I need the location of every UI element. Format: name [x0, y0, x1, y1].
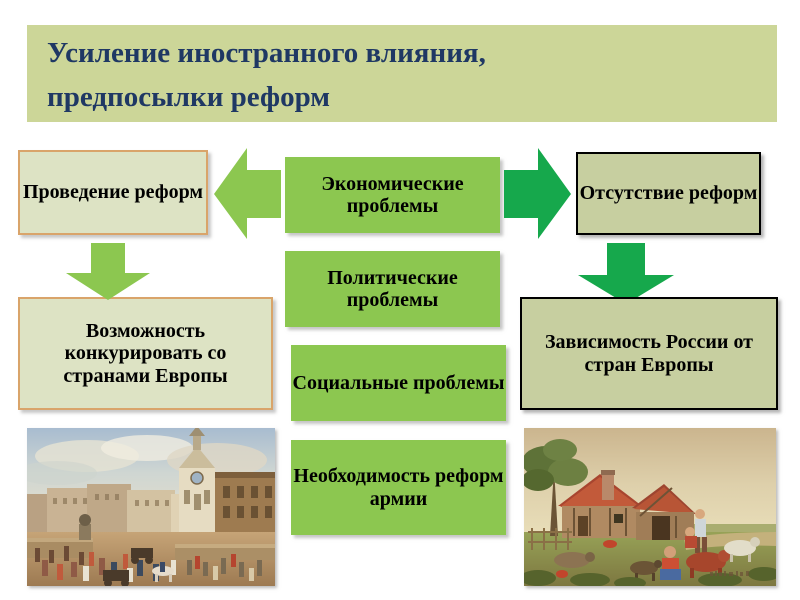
arrow-down-icon-right: [577, 243, 675, 305]
box-provedenie-reform-label: Проведение реформ: [22, 181, 204, 204]
box-politicheskie-problemy-label: Политические проблемы: [327, 266, 458, 311]
arrow-down-icon-left: [65, 243, 151, 301]
box-politicheskie-problemy: Политические проблемы: [285, 251, 500, 327]
box-zavisimost-rossii: Зависимость России от стран Европы: [520, 297, 778, 410]
page-title-line-2: предпосылки реформ: [47, 81, 331, 113]
arrow-right-icon: [504, 148, 572, 240]
box-otsutstvie-reform: Отсутствие реформ: [576, 152, 761, 235]
box-provedenie-reform: Проведение реформ: [18, 150, 208, 235]
box-socialnye-problemy-label: Социальные проблемы: [292, 371, 505, 394]
box-neobhodimost-reform-armii: Необходимость реформ армии: [291, 440, 506, 535]
rural-farmstead-painting: [524, 428, 776, 586]
european-city-square-painting: [27, 428, 275, 586]
page-title-line-1: Усиление иностранного влияния,: [47, 37, 486, 69]
box-vozmozhnost-konkurirovat-label: Возможность конкурировать со странами Ев…: [63, 319, 228, 387]
arrow-left-icon: [214, 148, 282, 240]
box-socialnye-problemy: Социальные проблемы: [291, 345, 506, 421]
box-vozmozhnost-konkurirovat: Возможность конкурировать со странами Ев…: [18, 297, 273, 410]
box-ekonomicheskie-problemy-label: Экономические проблемы: [321, 172, 464, 217]
box-ekonomicheskie-problemy: Экономические проблемы: [285, 157, 500, 233]
box-otsutstvie-reform-label: Отсутствие реформ: [579, 182, 758, 205]
page-title: Усиление иностранного влияния, предпосыл…: [27, 25, 777, 122]
box-neobhodimost-reform-armii-label: Необходимость реформ армии: [293, 465, 504, 510]
box-zavisimost-rossii-label: Зависимость России от стран Европы: [545, 331, 753, 376]
